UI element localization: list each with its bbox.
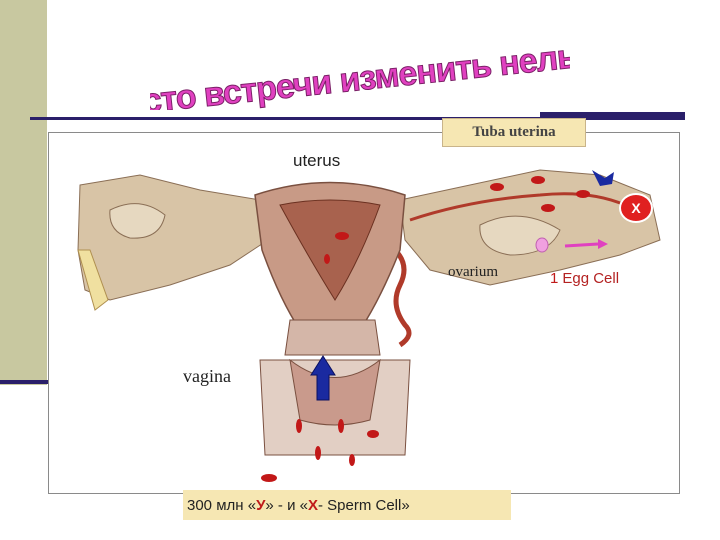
caption-y: У	[256, 497, 265, 514]
x-chromosome-badge: X	[619, 193, 653, 223]
left-ligament	[78, 175, 268, 300]
sperm-cell	[576, 190, 590, 198]
uterus-label: uterus	[293, 151, 340, 171]
sperm-caption: 300 млн «У» - и «Х- Sperm Cell»	[183, 490, 511, 520]
uterine-vessel	[395, 250, 409, 345]
caption-mid: » - и «	[265, 497, 308, 514]
caption-x: Х	[308, 497, 318, 514]
sperm-cell	[541, 204, 555, 212]
sperm-cell	[315, 446, 321, 460]
sperm-cell	[338, 419, 344, 433]
egg-word: Egg Cell	[562, 270, 619, 287]
caption-prefix: 300 млн «	[187, 497, 256, 514]
sperm-cell	[335, 232, 349, 240]
egg-cell	[536, 238, 548, 252]
caption-suffix: - Sperm Cell»	[318, 497, 410, 514]
sperm-cell	[531, 176, 545, 184]
egg-movement-arrow-shaft	[565, 244, 598, 246]
vagina-label: vagina	[180, 366, 234, 387]
egg-count: 1	[550, 270, 558, 287]
tuba-uterina-label: Tuba uterina	[442, 118, 586, 147]
ovarium-label: ovarium	[448, 264, 498, 281]
sperm-cell	[367, 430, 379, 438]
sperm-cell	[490, 183, 504, 191]
sperm-cell	[324, 254, 330, 264]
sperm-cell	[261, 474, 277, 482]
cervix	[285, 320, 380, 355]
sperm-cell	[349, 454, 355, 466]
sperm-cell	[296, 419, 302, 433]
